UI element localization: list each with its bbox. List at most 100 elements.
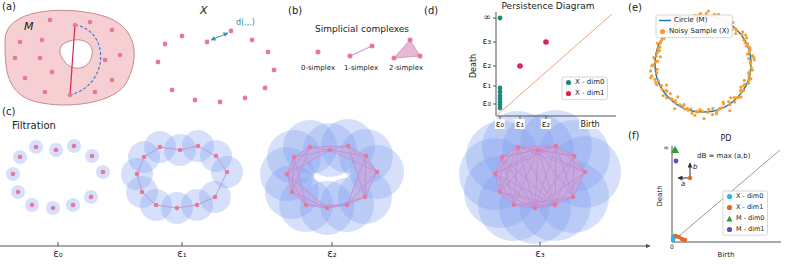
sample-point bbox=[363, 195, 368, 200]
dim1-point bbox=[517, 63, 523, 69]
axis-tick bbox=[493, 66, 496, 67]
noisy-point bbox=[742, 38, 745, 41]
circle-curve bbox=[655, 16, 751, 112]
sample-point bbox=[328, 148, 333, 153]
vertex bbox=[418, 54, 423, 59]
sample-point bbox=[196, 144, 201, 149]
sample-point bbox=[13, 56, 18, 61]
sample-point bbox=[175, 206, 180, 211]
noisy-point bbox=[652, 63, 655, 66]
sample-point bbox=[156, 60, 161, 65]
sample-point bbox=[553, 203, 558, 208]
sample-point bbox=[285, 172, 290, 177]
filtration-ball bbox=[84, 190, 98, 204]
two-simplex bbox=[394, 40, 420, 58]
filtration-edge bbox=[366, 156, 377, 172]
noisy-point bbox=[656, 60, 659, 63]
line-sample bbox=[659, 17, 671, 24]
panel-letter: (c) bbox=[2, 106, 15, 118]
sample-point bbox=[516, 145, 521, 150]
filtration-triangle bbox=[535, 197, 573, 208]
filtration-stage bbox=[260, 119, 404, 235]
noisy-point bbox=[702, 117, 705, 120]
sample-point bbox=[266, 50, 271, 55]
legend-entry: M - dim1 bbox=[726, 226, 765, 233]
filtration-ball bbox=[11, 185, 25, 199]
legend-box bbox=[656, 15, 732, 38]
sample-point bbox=[18, 40, 23, 45]
filtration-ball bbox=[67, 139, 81, 153]
axis-line bbox=[496, 116, 616, 117]
distance-arrow bbox=[211, 33, 228, 40]
sample-point bbox=[34, 145, 39, 150]
distance-arrow bbox=[690, 163, 691, 176]
sample-point bbox=[38, 56, 43, 61]
axis-tick bbox=[493, 104, 496, 105]
filtration-edge bbox=[500, 192, 535, 208]
sample-point bbox=[325, 206, 330, 211]
axis-tick-label: ε₀ bbox=[495, 119, 505, 129]
filtration-edge bbox=[137, 157, 144, 174]
filtration-edge bbox=[156, 205, 177, 208]
filtration-stage bbox=[459, 110, 621, 244]
noisy-point bbox=[718, 107, 721, 110]
filtration-edge bbox=[514, 150, 538, 205]
dim1-point bbox=[543, 39, 549, 45]
filtration-edge bbox=[198, 146, 216, 156]
filtration-edge bbox=[555, 172, 585, 205]
noisy-point bbox=[669, 92, 672, 95]
noisy-point bbox=[707, 9, 710, 12]
filtration-edge bbox=[306, 205, 347, 206]
filtration-edge bbox=[573, 172, 585, 197]
filtration-triangle bbox=[347, 172, 377, 205]
axis-line bbox=[496, 12, 497, 116]
sample-point bbox=[536, 148, 541, 153]
sample-point bbox=[101, 170, 106, 175]
noisy-point bbox=[660, 88, 663, 91]
sample-point bbox=[142, 155, 147, 160]
filtration-edge bbox=[215, 172, 227, 197]
sample-point bbox=[43, 90, 48, 95]
noisy-point bbox=[745, 36, 748, 39]
geodesic-curve bbox=[70, 25, 101, 95]
noisy-point bbox=[739, 85, 742, 88]
filtration-edge bbox=[538, 150, 555, 205]
noisy-point bbox=[665, 90, 668, 93]
x-dim1-point bbox=[688, 176, 692, 180]
legend-text: X - dim0 bbox=[736, 193, 763, 200]
distance-label: a bbox=[681, 180, 685, 188]
filtration-scale: ε₂ bbox=[327, 248, 336, 260]
noisy-point bbox=[706, 111, 709, 114]
filtration-scale: ε₁ bbox=[177, 248, 186, 260]
noisy-point bbox=[711, 113, 714, 116]
legend-entry: M - dim0 bbox=[726, 215, 765, 222]
noisy-point bbox=[705, 12, 708, 15]
sample-point bbox=[154, 203, 159, 208]
noisy-point bbox=[660, 39, 663, 42]
panel-title: Filtration bbox=[12, 120, 56, 132]
panel-title: Simplicial complexes bbox=[315, 24, 409, 34]
panel-title: PD bbox=[721, 134, 732, 143]
legend-text: X - dim1 bbox=[736, 204, 763, 211]
legend-text: X - dim1 bbox=[575, 90, 604, 98]
legend-swatch bbox=[659, 28, 666, 35]
axis-tick-label: ε₀ bbox=[483, 98, 491, 108]
sample-point bbox=[290, 190, 295, 195]
filtration-edge bbox=[330, 150, 377, 172]
legend-entry: Noisy Sample (X) bbox=[659, 28, 729, 36]
sample-point bbox=[135, 172, 140, 177]
axis-tick-label: 0 bbox=[670, 244, 674, 251]
space-label: M bbox=[24, 21, 34, 34]
sample-point bbox=[493, 172, 498, 177]
sample-point bbox=[500, 155, 505, 160]
filtration-ball bbox=[199, 181, 231, 213]
filtration-edge bbox=[555, 197, 573, 205]
sample-point bbox=[195, 203, 200, 208]
noisy-point bbox=[742, 84, 745, 87]
sample-point bbox=[18, 155, 23, 160]
sample-point bbox=[110, 78, 115, 83]
noisy-point bbox=[715, 112, 718, 115]
noisy-point bbox=[656, 42, 659, 45]
filtration-edge bbox=[294, 150, 330, 157]
